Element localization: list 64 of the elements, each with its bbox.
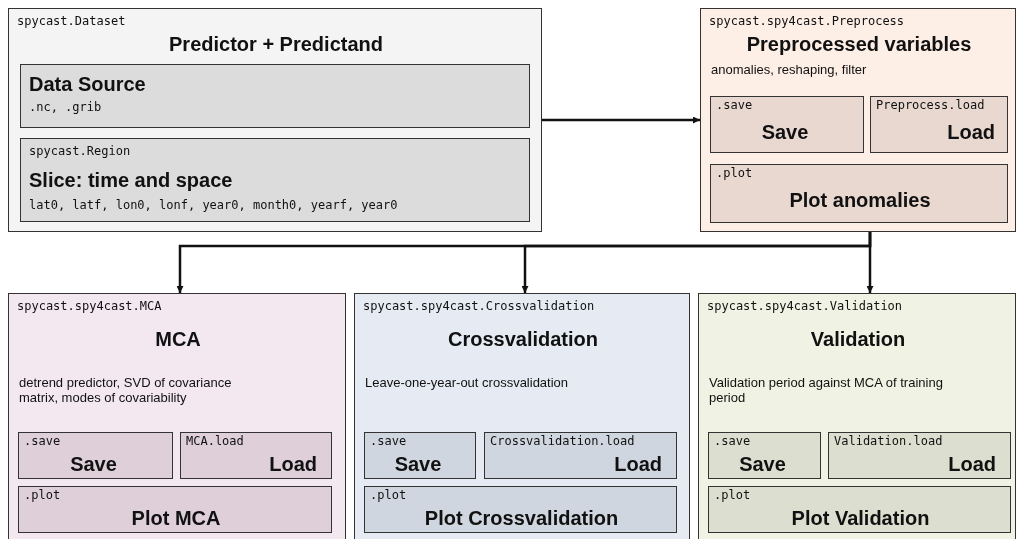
heading: Load <box>947 453 996 476</box>
code-label: MCA.load <box>186 435 244 449</box>
class-panel <box>700 8 1016 232</box>
heading: Save <box>393 453 443 476</box>
heading: Preprocessed variables <box>745 33 973 56</box>
section-box <box>20 64 530 128</box>
heading: Plot Crossvalidation <box>423 507 620 530</box>
heading: Load <box>946 121 995 144</box>
code-label: .plot <box>370 489 407 503</box>
description: Validation period against MCA of training period <box>709 376 944 406</box>
heading: Slice: time and space <box>29 169 233 192</box>
heading: MCA <box>154 328 202 351</box>
code-label: spycast.Dataset <box>17 15 126 29</box>
heading: Save <box>760 121 810 144</box>
method-box <box>710 164 1008 223</box>
module-panel <box>698 293 1016 539</box>
code-label: Preprocess.load <box>876 99 985 113</box>
code-label: .plot <box>716 167 753 181</box>
method-box <box>18 486 332 533</box>
heading: Validation <box>809 328 907 351</box>
section-box <box>20 138 530 222</box>
heading: Load <box>268 453 317 476</box>
code-label: .save <box>370 435 407 449</box>
code-label: spycast.Region <box>29 145 131 159</box>
arrow <box>542 116 700 124</box>
heading: Load <box>613 453 662 476</box>
code-label: .save <box>24 435 61 449</box>
code-label: Crossvalidation.load <box>490 435 635 449</box>
code-label: .plot <box>24 489 61 503</box>
method-box <box>708 486 1011 533</box>
code-label: lat0, latf, lon0, lonf, year0, month0, yearf, year0 <box>29 199 398 213</box>
code-label: .save <box>716 99 753 113</box>
heading: Predictor + Predictand <box>168 33 384 56</box>
code-label: spycast.spy4cast.Validation <box>707 300 903 314</box>
heading: Plot MCA <box>130 507 222 530</box>
heading: Save <box>69 453 118 476</box>
heading: Plot Validation <box>790 507 931 530</box>
method-box <box>828 432 1011 479</box>
code-label: Validation.load <box>834 435 943 449</box>
module-panel <box>8 293 346 539</box>
heading: Save <box>738 453 787 476</box>
arrow <box>866 232 874 293</box>
method-box <box>364 432 476 479</box>
description: detrend predictor, SVD of covariance matrix, modes of covariability <box>19 376 233 406</box>
heading: Data Source <box>29 73 146 96</box>
code-label: spycast.spy4cast.Crossvalidation <box>363 300 595 314</box>
code-label: .plot <box>714 489 751 503</box>
code-label: spycast.spy4cast.Preprocess <box>709 15 905 29</box>
heading: Crossvalidation <box>446 328 599 351</box>
method-box <box>710 96 864 153</box>
description: Leave-one-year-out crossvalidation <box>365 376 570 391</box>
method-box <box>870 96 1008 153</box>
description: anomalies, reshaping, filter <box>711 63 868 78</box>
method-box <box>708 432 821 479</box>
code-label: .nc, .grib <box>29 101 102 115</box>
module-panel <box>354 293 690 539</box>
class-panel <box>8 8 542 232</box>
method-box <box>18 432 173 479</box>
method-box <box>484 432 677 479</box>
method-box <box>364 486 677 533</box>
method-box <box>180 432 332 479</box>
heading: Plot anomalies <box>788 189 932 212</box>
code-label: .save <box>714 435 751 449</box>
code-label: spycast.spy4cast.MCA <box>17 300 162 314</box>
